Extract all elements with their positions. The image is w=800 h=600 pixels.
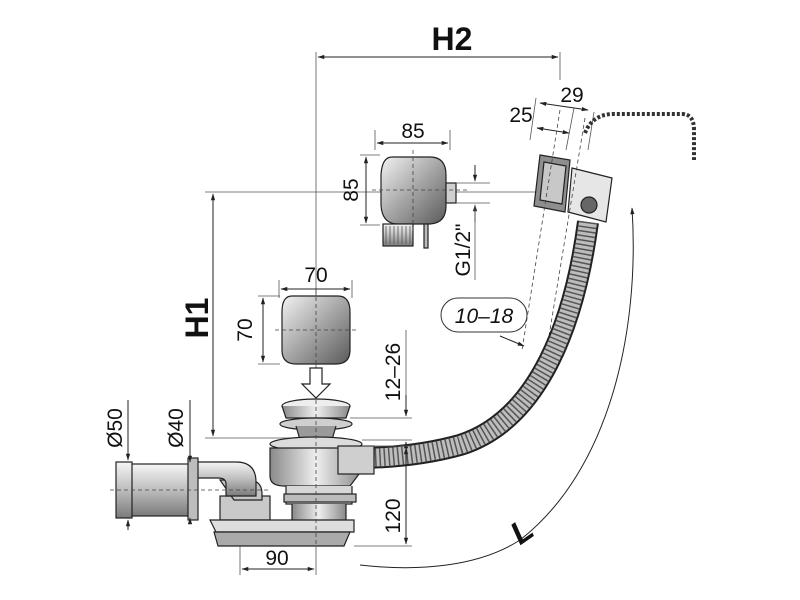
h2-dimension: H2 bbox=[315, 21, 561, 440]
cap-85-height-label: 85 bbox=[340, 178, 363, 201]
g12-dimension: G1/2" bbox=[452, 165, 490, 280]
dim-90: 90 bbox=[239, 546, 317, 575]
dim-12-26: 12–26 bbox=[350, 330, 412, 460]
flexible-hose bbox=[354, 220, 599, 469]
dim-120-label: 120 bbox=[382, 498, 405, 533]
h1-label: H1 bbox=[179, 298, 215, 339]
cap-70-height-label: 70 bbox=[234, 318, 257, 341]
dim-120: 120 bbox=[354, 445, 412, 547]
overflow-connector: 29 25 10–18 bbox=[440, 84, 696, 361]
dim-25-label: 25 bbox=[509, 104, 532, 127]
g12-label: G1/2" bbox=[452, 224, 475, 277]
dim-12-26-label: 12–26 bbox=[382, 343, 405, 401]
h1-dimension: H1 bbox=[179, 191, 540, 439]
dim-29-label: 29 bbox=[560, 84, 583, 107]
drain-cap: 70 70 bbox=[234, 264, 358, 399]
drain-body bbox=[110, 398, 375, 548]
cap-85-width-label: 85 bbox=[401, 120, 424, 143]
outlet-diameters: Ø50 Ø40 bbox=[104, 400, 193, 530]
h2-label: H2 bbox=[432, 21, 473, 57]
dim-10-18-label: 10–18 bbox=[455, 305, 514, 328]
dia-50-label: Ø50 bbox=[104, 408, 127, 448]
overflow-cap: 85 85 bbox=[340, 120, 470, 249]
dim-90-label: 90 bbox=[265, 547, 288, 570]
l-label: L bbox=[503, 511, 540, 552]
cap-70-width-label: 70 bbox=[304, 264, 327, 287]
dia-40-label: Ø40 bbox=[165, 408, 188, 448]
